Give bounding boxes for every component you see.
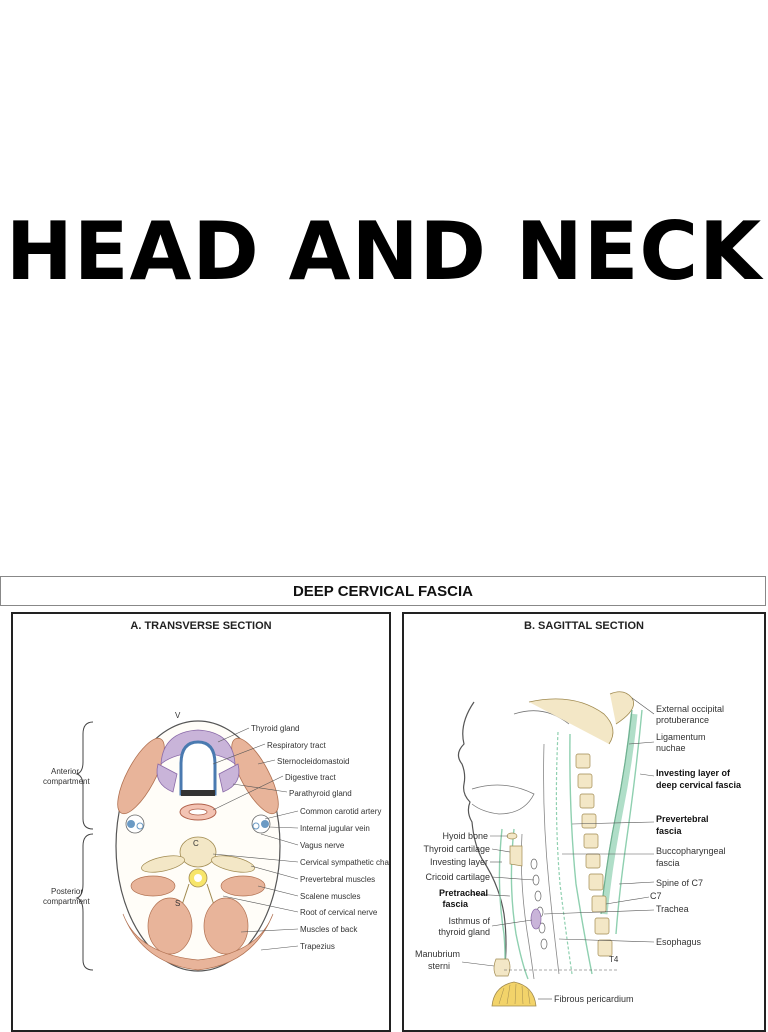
vertebral-body: [179, 836, 217, 868]
label-manubrium-1: Manubrium: [415, 949, 460, 959]
label-esophagus: Esophagus: [656, 937, 702, 947]
label-parathyroid-gland: Parathyroid gland: [289, 789, 352, 798]
figure-heading: DEEP CERVICAL FASCIA: [0, 576, 766, 606]
sternocleidomastoid-right: [231, 737, 279, 815]
label-prevertebral-muscles: Prevertebral muscles: [300, 875, 375, 884]
label-vagus-nerve: Vagus nerve: [300, 841, 345, 850]
anterior-label-1: Anterior: [51, 767, 79, 776]
anterior-label-2: compartment: [43, 777, 90, 786]
pericardium: [491, 981, 537, 1007]
label-cricoid-cartilage: Cricoid cartilage: [425, 872, 490, 882]
label-ligamentum-nuchae-2: nuchae: [656, 743, 686, 753]
trapezius: [122, 913, 274, 971]
sagittal-section-title: B. SAGITTAL SECTION: [524, 620, 644, 632]
label-root-of-cervical-nerve: Root of cervical nerve: [300, 908, 378, 917]
label-respiratory-tract: Respiratory tract: [267, 741, 326, 750]
label-prevertebral-fascia-1: Prevertebral: [656, 814, 709, 824]
label-buccopharyngeal-1: Buccopharyngeal: [656, 846, 726, 856]
transverse-section-title: A. TRANSVERSE SECTION: [130, 620, 272, 632]
label-pretracheal-2: fascia: [442, 899, 469, 909]
slide-title: HEAD AND NECK: [5, 205, 763, 298]
label-pretracheal-1: Pretracheal: [439, 888, 488, 898]
back-muscle-left: [147, 897, 193, 955]
marker-c: C: [193, 839, 199, 848]
carotid-right: [261, 820, 269, 828]
label-spine-of-c7: Spine of C7: [656, 878, 703, 888]
label-muscles-of-back: Muscles of back: [300, 925, 358, 934]
label-scalene-muscles: Scalene muscles: [300, 892, 360, 901]
label-manubrium-2: sterni: [428, 961, 450, 971]
label-external-occipital-2: protuberance: [656, 715, 709, 725]
transverse-section-diagram: Anterior compartment Posterior compartme…: [43, 711, 389, 972]
carotid-left: [127, 820, 135, 828]
trachea-ring: [179, 740, 217, 796]
label-digestive-tract: Digestive tract: [285, 773, 336, 782]
label-ligamentum-nuchae-1: Ligamentum: [656, 732, 706, 742]
label-trapezius: Trapezius: [300, 942, 335, 951]
label-cervical-sympathetic-chain: Cervical sympathetic chain: [300, 858, 389, 867]
label-hyoid-bone: Hyoid bone: [442, 831, 488, 841]
sagittal-section-diagram: External occipital protuberance Ligament…: [415, 691, 742, 1007]
label-thyroid-cartilage: Thyroid cartilage: [423, 844, 490, 854]
label-investing-layer: Investing layer: [430, 857, 488, 867]
sagittal-section-panel: B. SAGITTAL SECTION: [402, 612, 766, 1032]
label-trachea: Trachea: [656, 904, 689, 914]
label-prevertebral-fascia-2: fascia: [656, 826, 683, 836]
label-sternocleidomastoid: Sternocleidomastoid: [277, 757, 349, 766]
label-isthmus-2: thyroid gland: [438, 927, 490, 937]
label-t4: T4: [609, 955, 619, 964]
label-thyroid-gland: Thyroid gland: [251, 724, 299, 733]
label-isthmus-1: Isthmus of: [448, 916, 490, 926]
posterior-label-2: compartment: [43, 897, 90, 906]
label-external-occipital-1: External occipital: [656, 704, 724, 714]
label-c7: C7: [650, 891, 662, 901]
label-common-carotid-artery: Common carotid artery: [300, 807, 381, 816]
posterior-label-1: Posterior: [51, 887, 83, 896]
marker-v: V: [175, 711, 181, 720]
marker-s: S: [175, 899, 180, 908]
label-investing-layer-1: Investing layer of: [656, 768, 731, 778]
label-investing-layer-2: deep cervical fascia: [656, 780, 742, 790]
label-fibrous-pericardium: Fibrous pericardium: [554, 994, 634, 1004]
back-muscle-right: [203, 897, 249, 955]
label-buccopharyngeal-2: fascia: [656, 858, 680, 868]
transverse-section-panel: A. TRANSVERSE SECTION Anterior compartme…: [11, 612, 391, 1032]
label-internal-jugular-vein: Internal jugular vein: [300, 824, 370, 833]
sternocleidomastoid-left: [117, 737, 165, 815]
